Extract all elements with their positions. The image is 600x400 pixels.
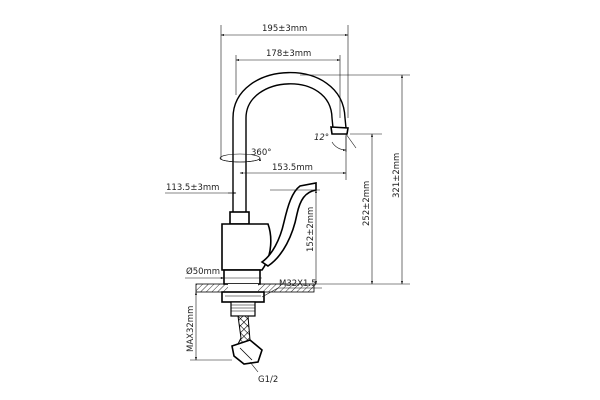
faucet-base xyxy=(223,269,261,285)
mounting-nut xyxy=(221,291,265,303)
spout-outer-curve xyxy=(232,71,347,212)
dim-lever-height: 113.5±3mm xyxy=(166,183,219,193)
faucet-body xyxy=(221,223,272,271)
dim-thread: M32X1.5 xyxy=(279,279,317,289)
dim-outlet-height: 252±2mm xyxy=(362,181,372,226)
dim-max-deck: MAX32mm xyxy=(186,306,196,352)
dim-width-overall: 195±3mm xyxy=(262,24,307,34)
hose-fitting xyxy=(231,339,263,365)
dim-hose-thread: G1/2 xyxy=(258,375,278,385)
mounting-hardware xyxy=(221,291,265,365)
dim-reach: 153.5mm xyxy=(272,163,313,173)
dim-body-height: 152±2mm xyxy=(306,207,316,252)
dimension-lines xyxy=(165,25,410,373)
dim-total-height: 321±2mm xyxy=(392,153,402,198)
dim-width-spout: 178±3mm xyxy=(266,49,311,59)
spout-inner-curve xyxy=(245,83,334,212)
dim-rotation: 360° xyxy=(251,148,271,158)
dim-angle-spout: 12° xyxy=(314,133,329,143)
lever-handle xyxy=(260,182,317,267)
dim-base-diameter: Ø50mm xyxy=(186,266,220,277)
spout-aerator xyxy=(330,126,349,135)
faucet-outline xyxy=(221,71,349,285)
spout-collar xyxy=(229,211,250,225)
